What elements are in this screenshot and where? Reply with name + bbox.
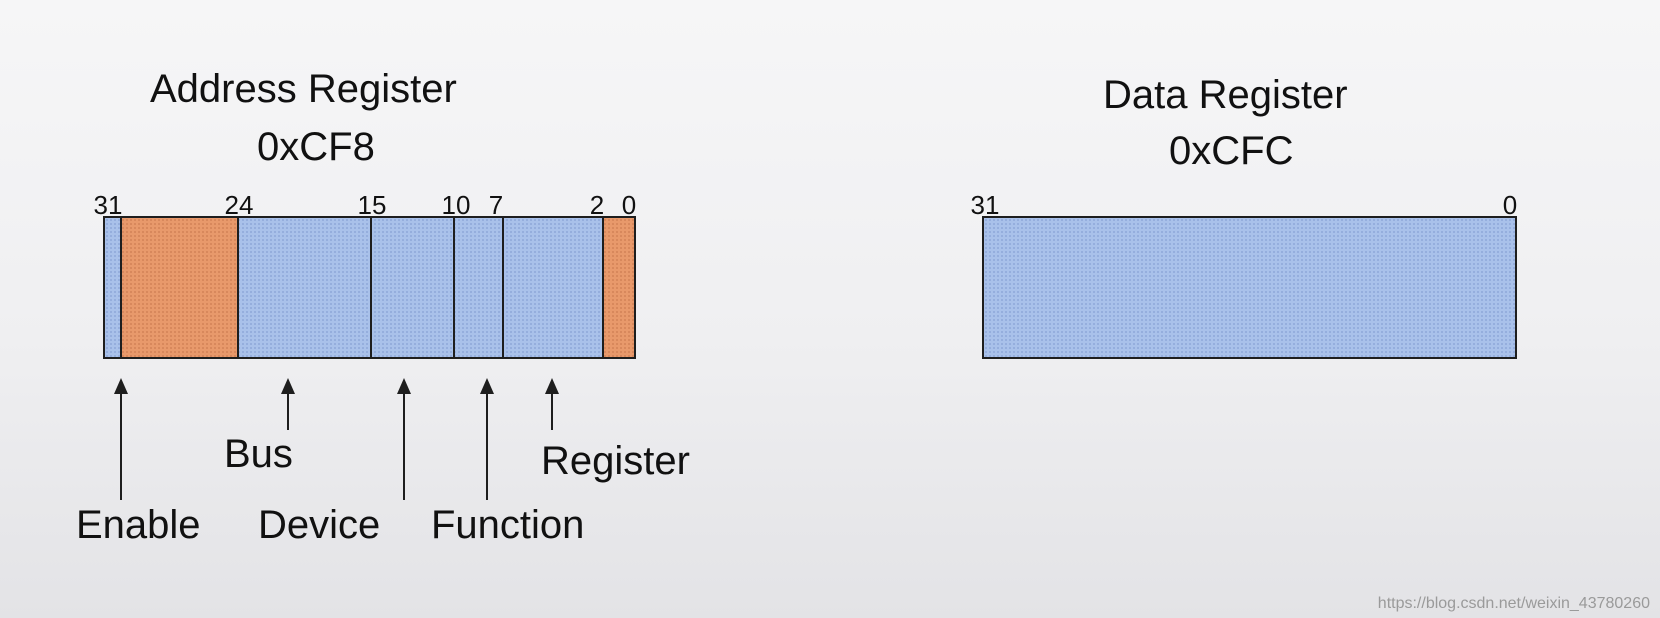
bus-arrow (281, 378, 295, 430)
bit-label-31: 31 (93, 190, 123, 220)
field-divider (453, 218, 455, 357)
field-divider (602, 218, 604, 357)
device-label: Device (258, 503, 381, 547)
data-bit-label-31: 31 (970, 190, 1000, 220)
reserved-field (121, 218, 238, 357)
watermark-url: https://blog.csdn.net/weixin_43780260 (1377, 595, 1650, 612)
field-divider (502, 218, 504, 357)
register-label: Register (541, 439, 690, 483)
function-arrow (480, 378, 494, 500)
device-arrow (397, 378, 411, 500)
bit-label-7: 7 (488, 190, 504, 220)
address-register-port: 0xCF8 (257, 125, 375, 169)
field-divider (370, 218, 372, 357)
enable-label: Enable (76, 503, 201, 547)
data-register-box (982, 216, 1517, 359)
function-label: Function (431, 503, 585, 547)
bit-label-15: 15 (357, 190, 387, 220)
address-register-box (103, 216, 636, 359)
bus-label: Bus (224, 432, 293, 476)
data-register-port: 0xCFC (1169, 129, 1294, 173)
data-bit-label-0: 0 (1502, 190, 1518, 220)
bit-label-2: 2 (589, 190, 605, 220)
data-register-title: Data Register (1103, 73, 1348, 117)
register-arrow (545, 378, 559, 430)
bit-label-0: 0 (621, 190, 637, 220)
field-divider (120, 218, 122, 357)
zero-bits-field (603, 218, 634, 357)
enable-arrow (114, 378, 128, 500)
bit-label-24: 24 (224, 190, 254, 220)
bit-label-10: 10 (441, 190, 471, 220)
address-register-title: Address Register (150, 67, 457, 111)
field-divider (237, 218, 239, 357)
